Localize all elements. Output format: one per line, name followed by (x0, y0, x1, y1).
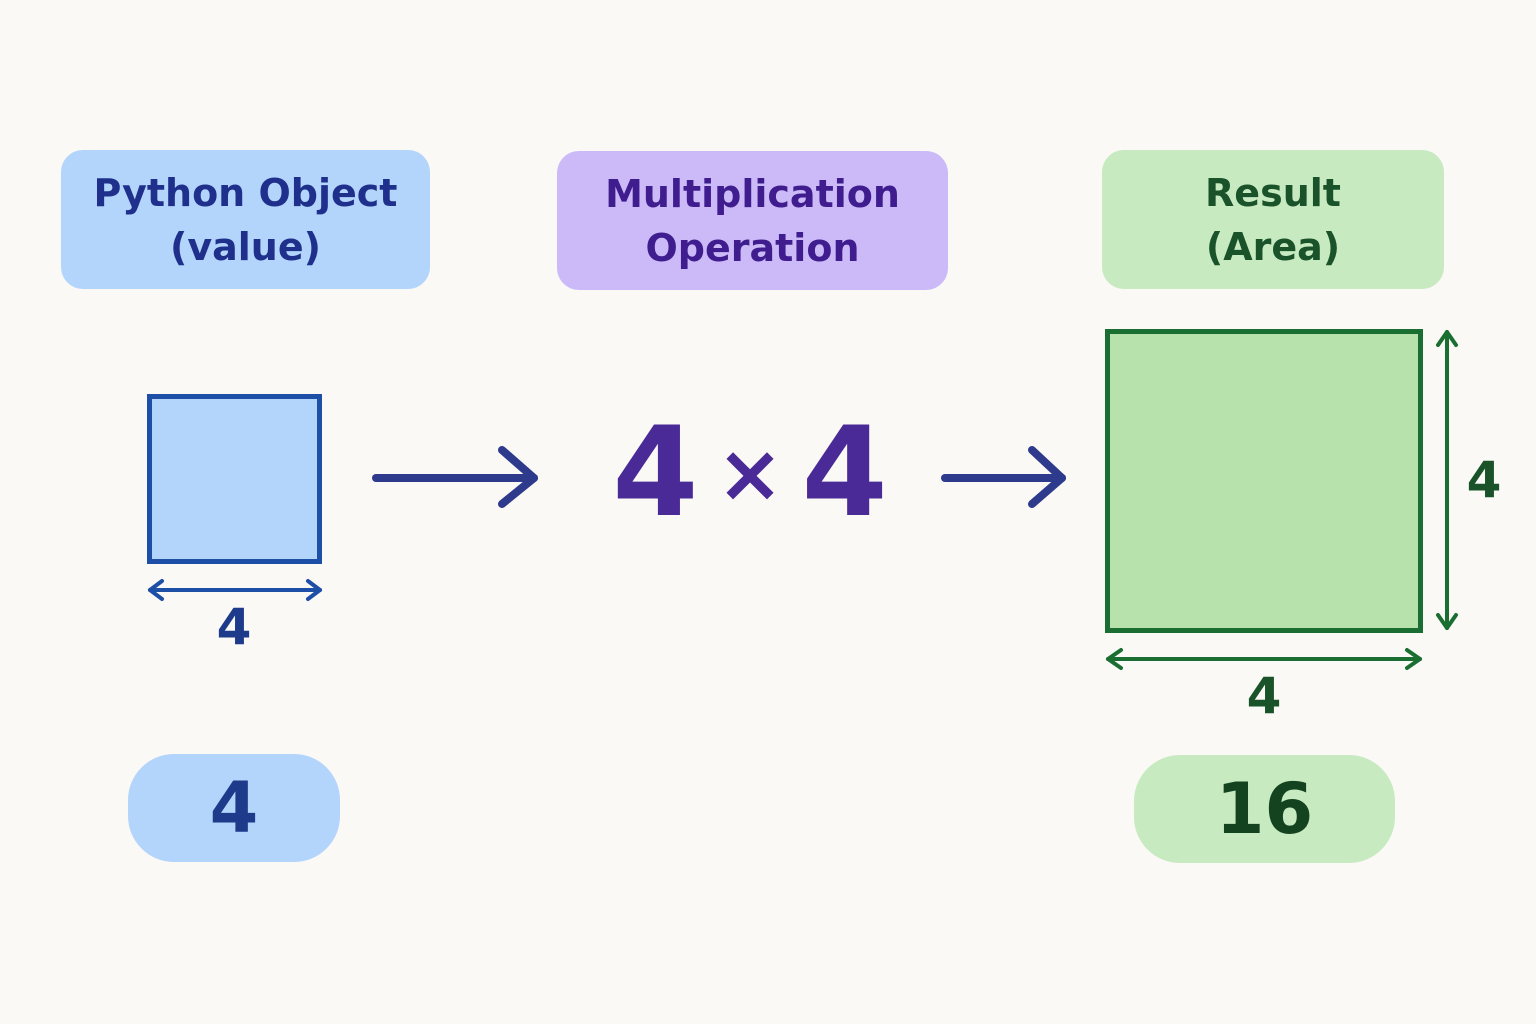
result-subtitle: (Area) (1205, 224, 1341, 269)
area-width-label: 4 (1246, 667, 1282, 725)
arrow-to-result (941, 446, 1066, 508)
result-value-pill: 16 (1134, 755, 1395, 863)
area-square (1105, 329, 1423, 633)
python-object-header: Python Object (value) (61, 150, 430, 289)
multiplication-header: Multiplication Operation (557, 151, 948, 290)
input-side-label: 4 (216, 598, 252, 656)
result-title: Result (1205, 170, 1341, 215)
python-object-title: Python Object (93, 170, 398, 215)
area-height-label: 4 (1466, 451, 1502, 509)
multiply-operator: × (716, 426, 784, 520)
expression-right-operand: 4 (801, 401, 888, 545)
expression-left-operand: 4 (612, 401, 699, 545)
large-width-dimension (1106, 648, 1422, 670)
small-width-dimension (148, 579, 322, 601)
arrow-to-operation (372, 446, 538, 508)
multiplication-subtitle: Operation (645, 225, 860, 270)
multiplication-title: Multiplication (605, 171, 900, 216)
multiplication-expression: 4 × 4 (600, 398, 900, 548)
result-header: Result (Area) (1102, 150, 1444, 289)
python-object-subtitle: (value) (170, 224, 321, 269)
input-square (147, 394, 322, 564)
input-value-pill: 4 (128, 754, 340, 862)
